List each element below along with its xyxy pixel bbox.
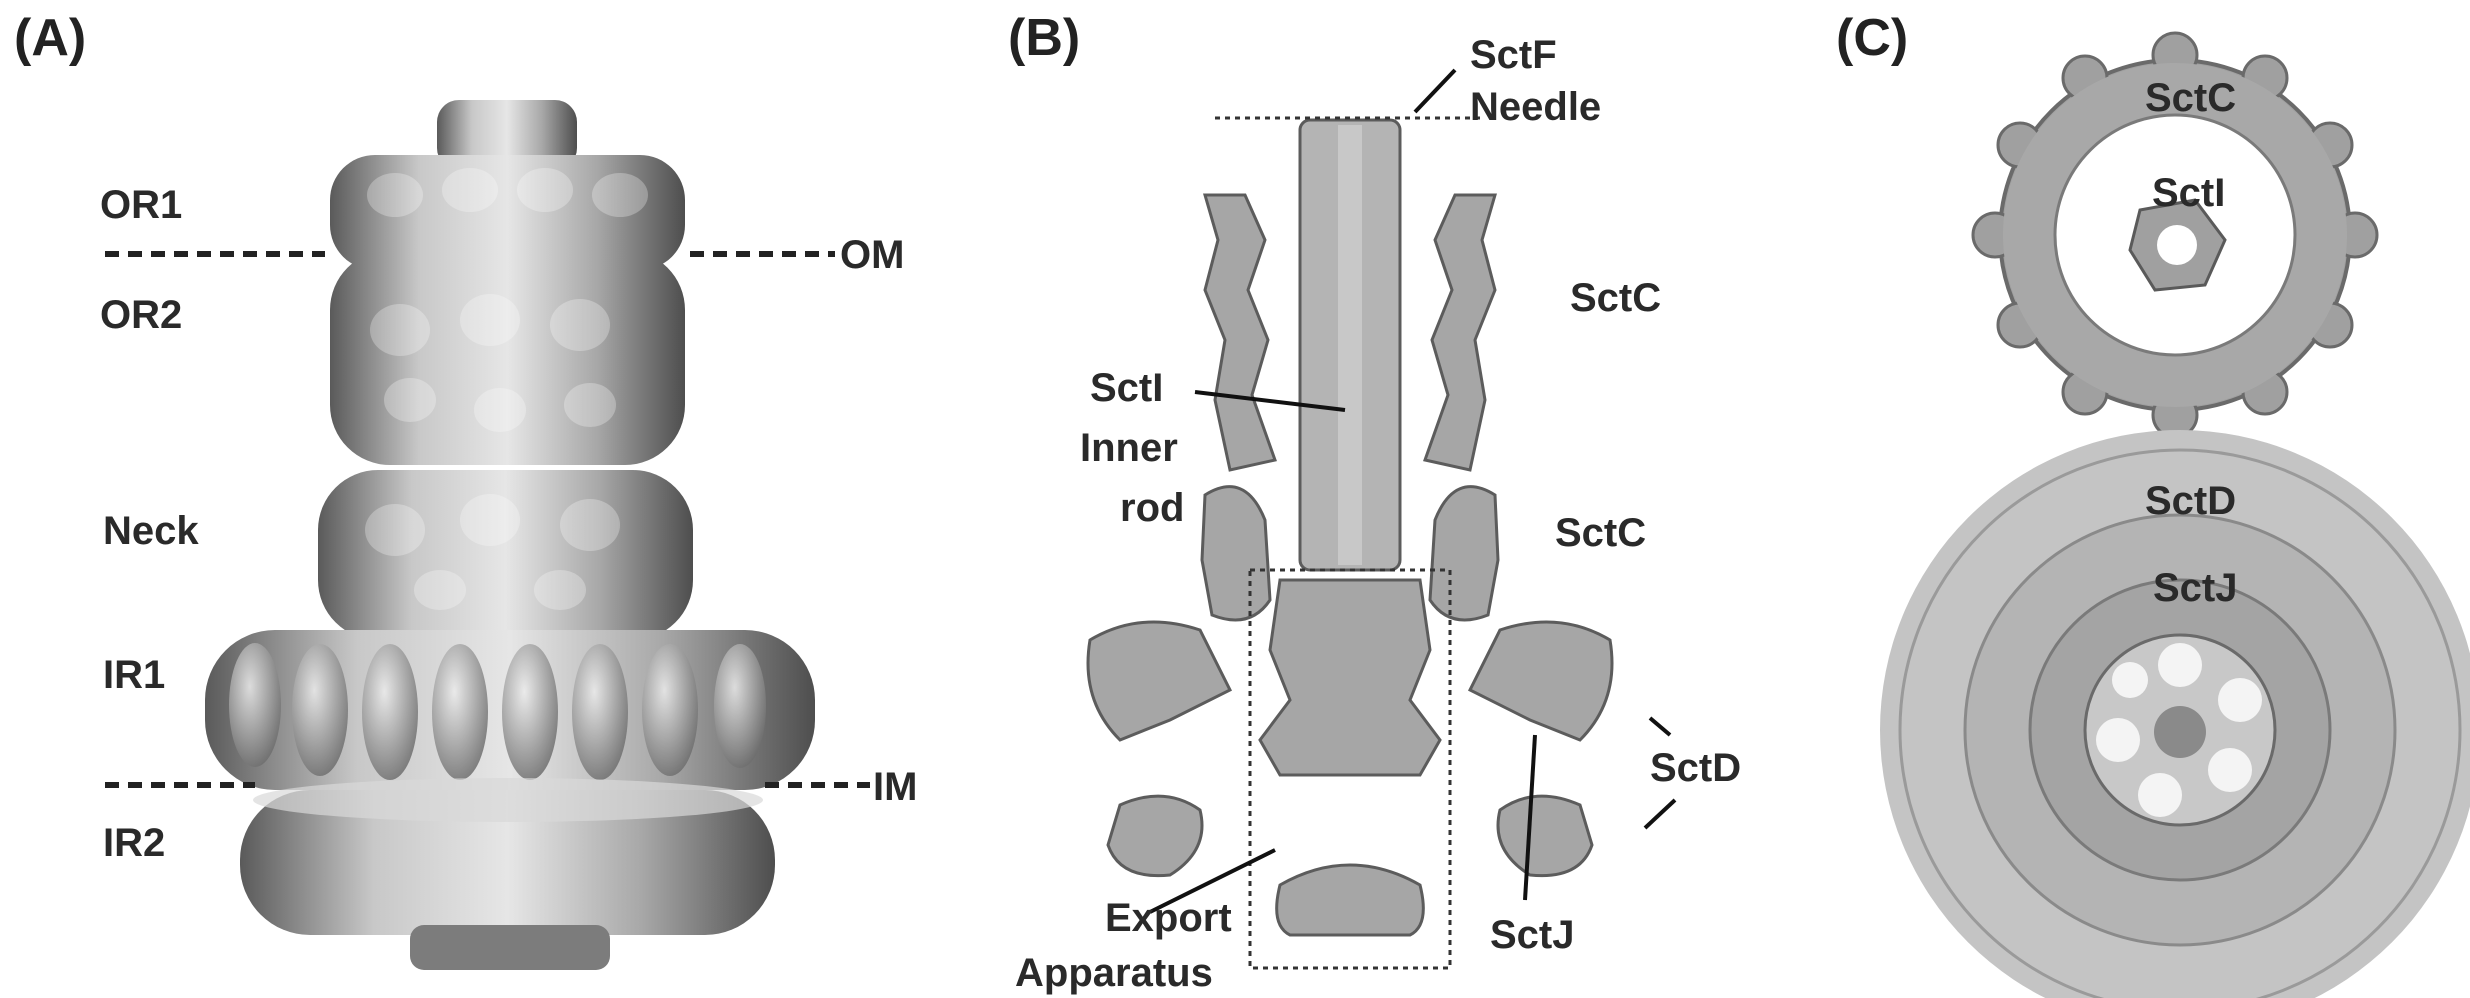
label-scti: SctI <box>1090 365 1163 411</box>
label-om: OM <box>840 232 904 278</box>
label-sctf: SctF <box>1470 32 1557 78</box>
label-sctc-upper: SctC <box>1570 275 1661 321</box>
label-c-sctc: SctC <box>2145 75 2236 121</box>
sctd-arrow-upper <box>1650 718 1670 735</box>
ir2-rim <box>253 778 763 822</box>
label-inner: Inner <box>1080 425 1178 471</box>
top-down-views <box>1800 0 2470 998</box>
sctc-lower-left <box>1202 487 1270 620</box>
sctc-upper-right <box>1425 195 1495 470</box>
needle-lumen <box>1338 125 1362 565</box>
label-apparatus: Apparatus <box>1015 950 1213 996</box>
label-neck: Neck <box>103 508 199 554</box>
label-needle: Needle <box>1470 84 1601 130</box>
panel-a: (A) <box>0 0 920 998</box>
bottom-export-stub <box>410 925 610 970</box>
injectisome-cross-section <box>990 0 1790 998</box>
sctc-lower-right <box>1430 487 1498 620</box>
export-apparatus-base <box>1277 865 1424 935</box>
label-im: IM <box>873 764 917 810</box>
sctc-upper-left <box>1205 195 1275 470</box>
ir2-blob-right <box>1498 796 1592 876</box>
export-apparatus-core <box>1260 580 1440 775</box>
label-c-sctj: SctJ <box>2153 565 2238 611</box>
label-sctd: SctD <box>1650 745 1741 791</box>
or2-ring <box>330 250 685 465</box>
panel-c: (C) <box>1800 0 2470 998</box>
label-rod: rod <box>1120 485 1184 531</box>
label-ir2: IR2 <box>103 820 165 866</box>
label-export: Export <box>1105 895 1232 941</box>
sctd-right <box>1470 622 1612 740</box>
sctd-arrow-lower <box>1645 800 1675 828</box>
label-c-scti: SctI <box>2152 170 2225 216</box>
ir2-blob-left <box>1108 796 1202 876</box>
label-sctc-lower: SctC <box>1555 510 1646 556</box>
neck-ring <box>318 470 693 640</box>
label-ir1: IR1 <box>103 652 165 698</box>
panel-b: (B) <box>990 0 1790 998</box>
sctf-arrow <box>1415 70 1455 112</box>
label-sctj: SctJ <box>1490 912 1575 958</box>
sctd-left <box>1088 622 1230 740</box>
label-c-sctd: SctD <box>2145 478 2236 524</box>
label-or2: OR2 <box>100 292 182 338</box>
label-or1: OR1 <box>100 182 182 228</box>
